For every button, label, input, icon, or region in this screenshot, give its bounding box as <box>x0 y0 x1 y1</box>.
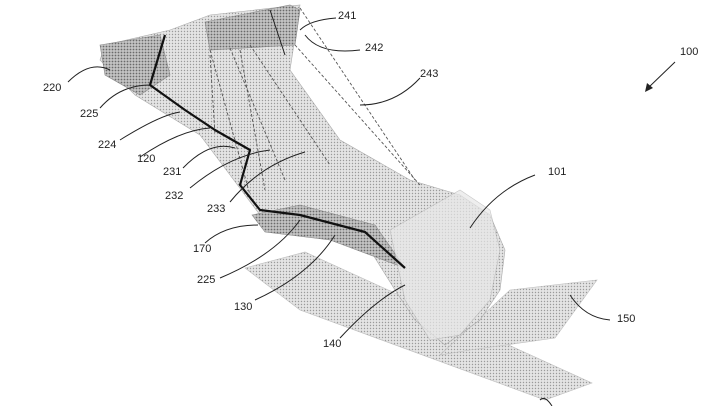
footrest-150 <box>439 279 598 356</box>
head-block-241 <box>204 4 301 51</box>
label-225-bottom: 225 <box>197 274 215 286</box>
label-140: 140 <box>323 338 341 350</box>
leader-lines <box>67 9 611 406</box>
label-120: 120 <box>137 153 155 165</box>
label-225-top: 225 <box>80 108 98 120</box>
leg-rest-101 <box>389 189 501 341</box>
label-232: 232 <box>165 190 183 202</box>
label-242: 242 <box>365 42 383 54</box>
label-130: 130 <box>234 301 252 313</box>
label-100: 100 <box>680 46 698 58</box>
contour-line <box>148 34 406 269</box>
label-241: 241 <box>338 10 356 22</box>
arrow-100 <box>645 61 676 92</box>
label-231: 231 <box>163 166 181 178</box>
label-170: 170 <box>193 243 211 255</box>
label-220: 220 <box>43 82 61 94</box>
label-224: 224 <box>98 139 116 151</box>
label-243: 243 <box>420 68 438 80</box>
floor-plate-140 <box>244 251 593 401</box>
label-101: 101 <box>548 166 566 178</box>
label-233: 233 <box>207 203 225 215</box>
label-150: 150 <box>617 313 635 325</box>
